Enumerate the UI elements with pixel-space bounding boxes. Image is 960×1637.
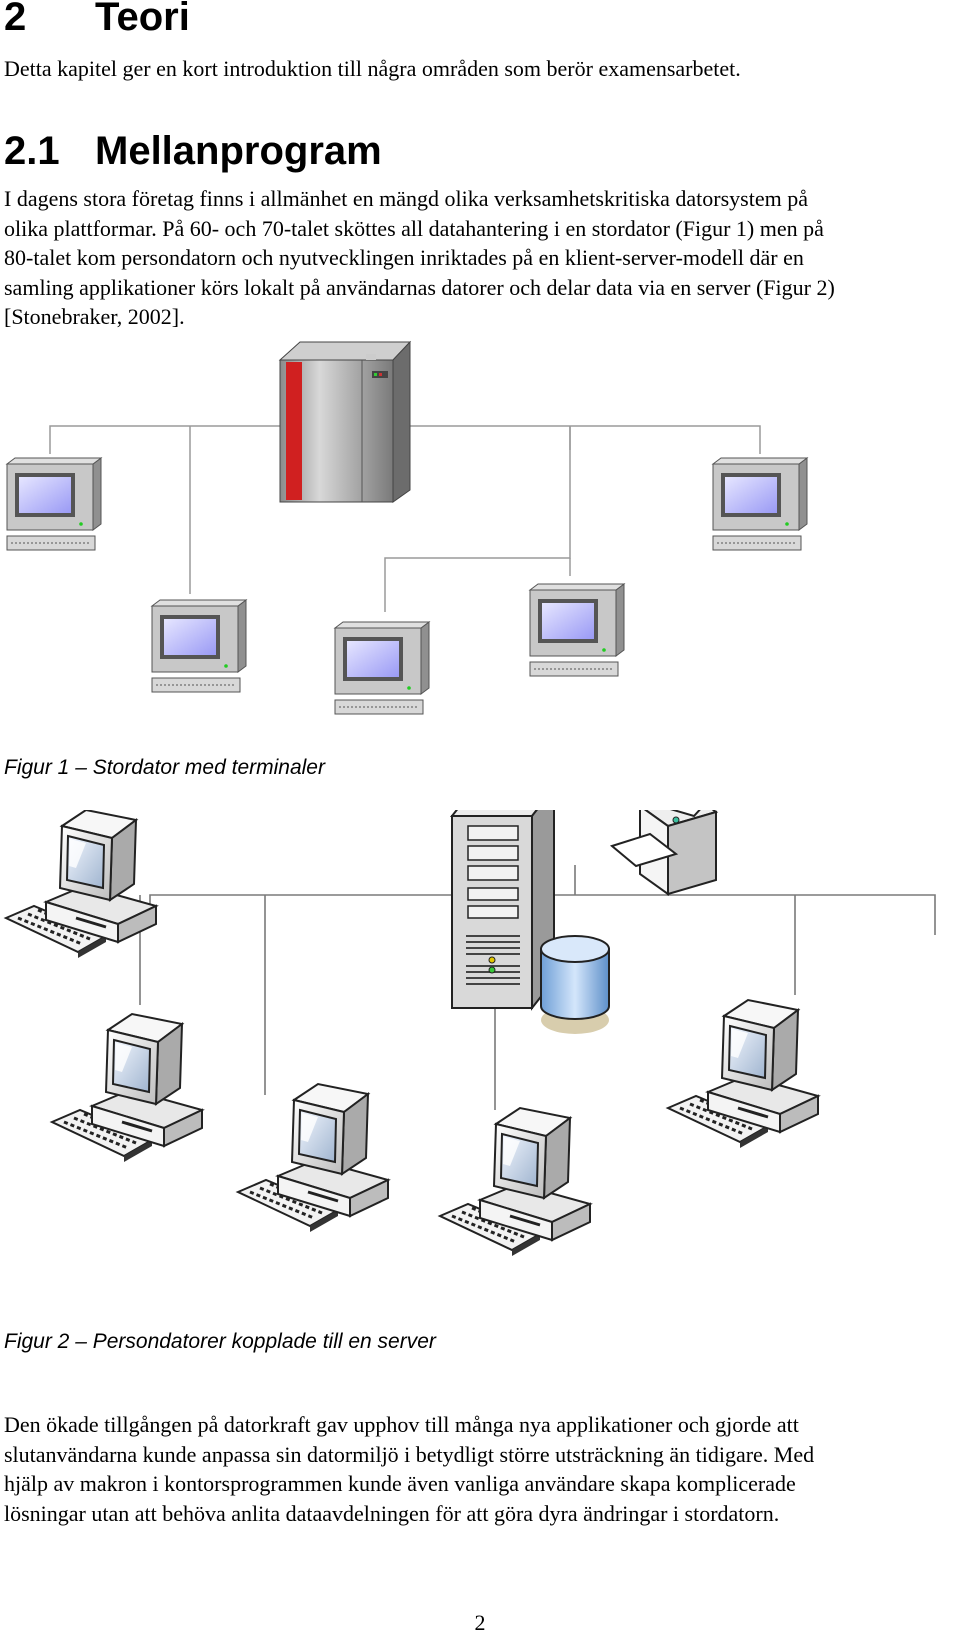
personal-computer-icon: [666, 998, 820, 1150]
section-number: 2: [4, 0, 27, 39]
figure-2-diagram: [4, 810, 936, 1258]
terminal-icon: [151, 599, 247, 693]
personal-computer-icon: [50, 1012, 204, 1164]
paragraph-1-line: I dagens stora företag finns i allmänhet…: [4, 186, 808, 211]
terminal-icon: [529, 583, 625, 677]
paragraph-1-line: samling applikationer körs lokalt på anv…: [4, 274, 835, 300]
paragraph-2-line: Den ökade tillgången på datorkraft gav u…: [4, 1412, 799, 1437]
intro-text: Detta kapitel ger en kort introduktion t…: [4, 56, 741, 81]
personal-computer-icon: [236, 1082, 390, 1234]
subsection-title: Mellanprogram: [95, 129, 382, 173]
printer-icon: [609, 810, 719, 896]
subsection-number: 2.1: [4, 129, 60, 173]
paragraph-1-line: olika plattformar. På 60- och 70-talet s…: [4, 215, 824, 241]
figure-2-caption: Figur 2 – Persondatorer kopplade till en…: [4, 1330, 436, 1353]
paragraph-1: I dagens stora företag finns i allmänhet…: [4, 184, 960, 332]
paragraph-2: Den ökade tillgången på datorkraft gav u…: [4, 1410, 960, 1528]
paragraph-2-line: slutanvändarna kunde anpassa sin datormi…: [4, 1441, 815, 1467]
page-number: 2: [474, 1610, 486, 1635]
paragraph-1-line: [Stonebraker, 2002].: [4, 304, 185, 329]
personal-computer-icon: [4, 810, 158, 960]
terminal-icon: [334, 621, 430, 715]
server-icon: [449, 810, 555, 1011]
terminal-icon: [6, 457, 102, 551]
subsection-heading: 2.1 Mellanprogram: [4, 128, 382, 174]
section-title: Teori: [95, 0, 190, 39]
figure-1-diagram: [6, 340, 808, 715]
personal-computer-icon: [438, 1106, 592, 1258]
database-icon: [540, 935, 610, 1034]
paragraph-2-line: lösningar utan att behöva anlita dataavd…: [4, 1500, 780, 1526]
paragraph-2-line: hjälp av makron i kontorsprogrammen kund…: [4, 1471, 796, 1496]
terminal-icon: [712, 457, 808, 551]
paragraph-1-line: 80-talet kom persondatorn och nyutveckli…: [4, 245, 804, 270]
mainframe-icon: [278, 340, 412, 503]
figure-1-caption: Figur 1 – Stordator med terminaler: [4, 756, 325, 779]
section-heading: 2 Teori: [4, 0, 190, 40]
